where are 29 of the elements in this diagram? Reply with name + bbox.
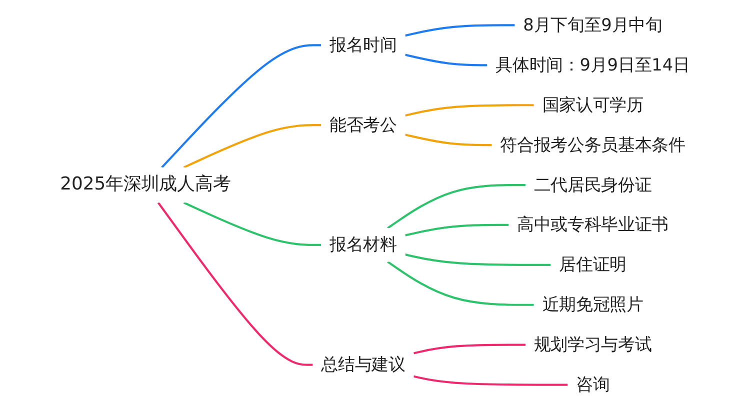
node-text: 能否考公 [330,114,397,135]
node-text: 二代居民身份证 [534,174,652,194]
node-text: 国家认可学历 [542,94,644,115]
connector [413,375,568,386]
node-text: 符合报考公务员基本条件 [500,134,686,155]
connector [405,24,515,37]
connector [183,124,322,168]
connector [413,344,526,354]
node-text: 居住证明 [559,254,626,274]
connector [405,254,551,266]
connector [183,202,322,246]
connector [405,224,509,236]
node-text: 8月下旬至9月中旬 [523,14,662,35]
node-text: 规划学习与考试 [534,334,652,354]
connector [387,184,526,229]
node-text: 2025年深圳成人高考 [60,174,231,195]
connector [387,260,534,306]
node-text: 高中或专科毕业证书 [517,214,668,234]
node-text: 咨询 [576,374,610,394]
node-text: 报名时间 [330,34,397,55]
node-text: 总结与建议 [321,354,406,374]
node-text: 报名材料 [330,234,397,254]
connector [405,104,534,116]
connector [405,134,492,146]
connector [405,54,488,66]
node-text: 具体时间：9月9日至14日 [496,54,690,75]
connector [161,44,322,168]
node-text: 近期免冠照片 [542,294,644,314]
connector [157,202,313,366]
